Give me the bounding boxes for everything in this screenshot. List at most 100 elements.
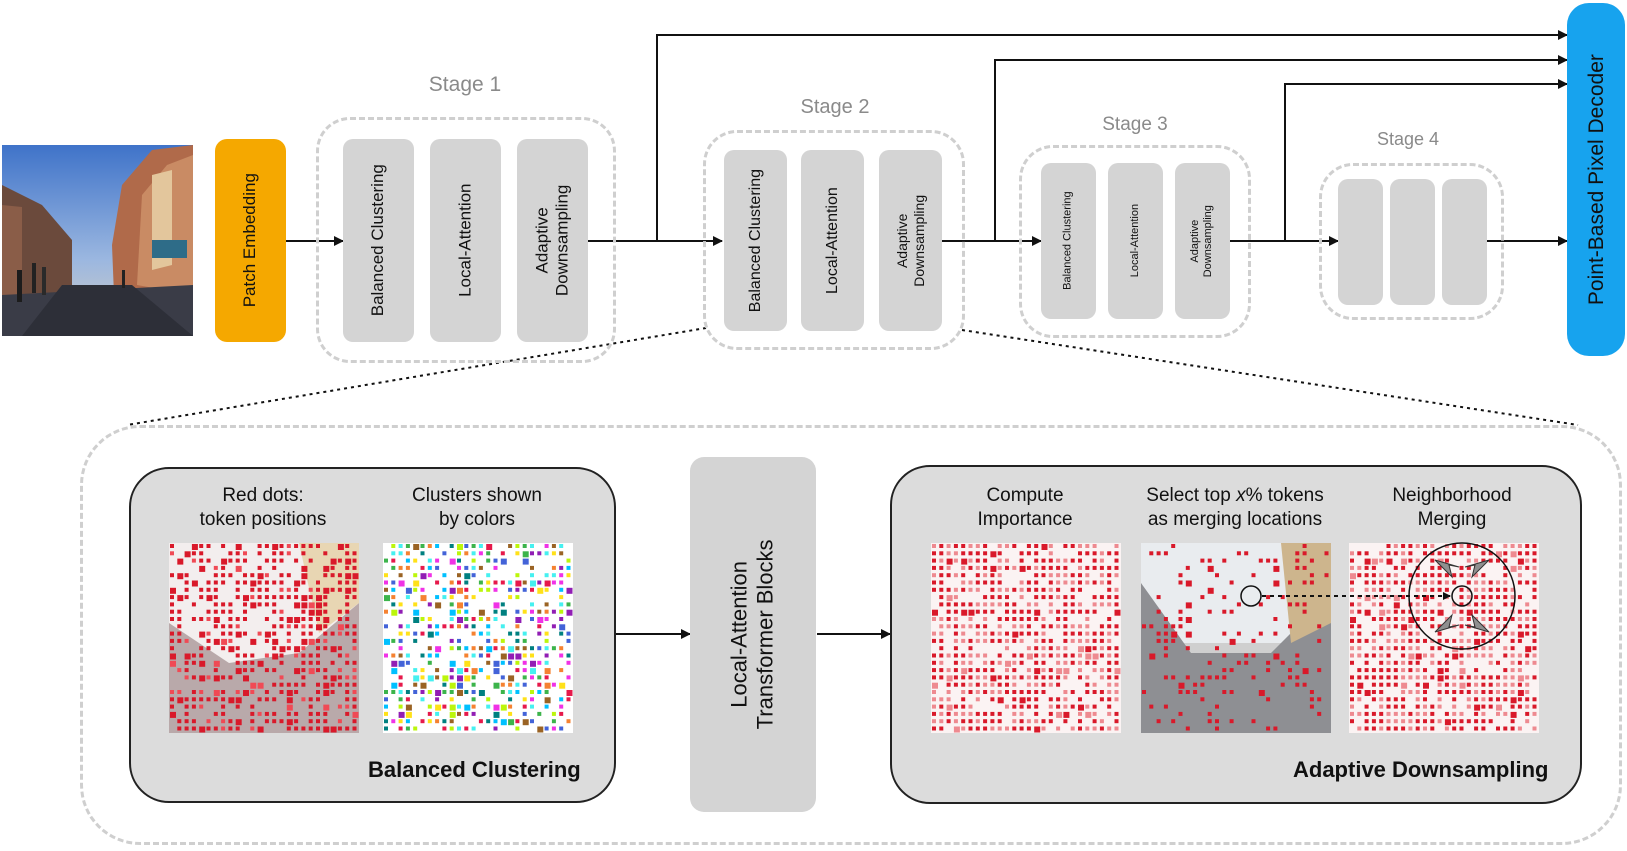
token-dot <box>345 682 350 687</box>
token-dot <box>932 726 936 731</box>
token-dot <box>515 631 520 636</box>
token-dot <box>1488 544 1493 548</box>
token-dot <box>493 609 498 614</box>
token-dot <box>384 719 388 724</box>
token-dot <box>279 624 284 629</box>
token-dot <box>1099 653 1104 658</box>
token-dot <box>1371 719 1376 724</box>
token-dot <box>1423 682 1429 689</box>
token-dot <box>1092 660 1097 665</box>
token-dot <box>257 602 262 607</box>
token-dot <box>1041 638 1046 643</box>
token-dot <box>1401 558 1408 565</box>
token-dot <box>264 587 269 592</box>
token-dot <box>939 631 944 636</box>
token-dot <box>508 544 513 548</box>
token-dot <box>1114 602 1119 607</box>
token-dot <box>1070 726 1075 731</box>
token-dot <box>1452 704 1457 709</box>
token-dot <box>1459 660 1464 665</box>
token-dot <box>1273 565 1280 572</box>
token-dot <box>405 660 410 665</box>
token-dot <box>279 653 284 658</box>
token-dot <box>1019 565 1026 572</box>
token-dot <box>932 587 936 592</box>
token-dot <box>1357 631 1362 636</box>
token-dot <box>1085 551 1090 556</box>
token-dot <box>1070 624 1075 629</box>
token-dot <box>1459 682 1466 689</box>
token-dot <box>1386 638 1391 643</box>
token-dot <box>345 617 350 621</box>
token-dot <box>352 711 359 718</box>
token-dot <box>1488 653 1493 658</box>
token-dot <box>961 558 968 565</box>
token-dot <box>286 719 293 726</box>
token-dot <box>1430 573 1435 578</box>
token-dot <box>272 719 277 724</box>
token-dot <box>1085 565 1090 570</box>
token-dot <box>1503 653 1508 658</box>
token-dot <box>1078 675 1082 680</box>
token-dot <box>1517 697 1522 702</box>
token-dot <box>1357 565 1362 570</box>
token-dot <box>1185 565 1190 570</box>
token-dot <box>1107 602 1112 607</box>
token-dot <box>1423 573 1427 578</box>
token-dot <box>939 544 944 548</box>
token-dot <box>177 719 182 724</box>
token-dot <box>413 617 420 623</box>
token-dot <box>515 544 520 548</box>
token-dot <box>405 719 410 724</box>
token-dot <box>1379 602 1384 607</box>
token-dot <box>1063 719 1068 724</box>
stage-4-box <box>1319 163 1504 320</box>
token-dot <box>1056 565 1061 570</box>
token-dot <box>1048 595 1053 600</box>
token-dot <box>1496 660 1500 665</box>
token-dot <box>301 675 306 680</box>
token-dot <box>1041 587 1046 592</box>
cluster-colors-graphic <box>384 544 573 733</box>
token-dot <box>221 711 226 716</box>
token-dot <box>486 660 491 665</box>
token-dot <box>199 595 204 600</box>
token-dot <box>1415 675 1420 680</box>
token-dot <box>478 617 483 621</box>
token-dot <box>1070 690 1075 694</box>
token-dot <box>405 704 412 711</box>
token-dot <box>1401 690 1406 694</box>
token-dot <box>1364 580 1369 585</box>
token-dot <box>243 573 247 578</box>
token-dot <box>1401 624 1408 631</box>
token-dot <box>946 719 951 724</box>
token-dot <box>337 726 342 731</box>
token-dot <box>975 668 980 673</box>
token-dot <box>566 609 573 616</box>
token-dot <box>1070 595 1075 600</box>
token-dot <box>294 682 299 687</box>
token-dot <box>427 711 432 716</box>
token-dot <box>1415 565 1420 570</box>
token-dot <box>177 624 182 629</box>
balanced-clustering-title: Balanced Clustering <box>368 757 581 782</box>
token-dot <box>384 558 388 563</box>
token-dot <box>1350 609 1354 614</box>
token-dot <box>1430 587 1435 592</box>
token-dot <box>301 609 306 614</box>
token-dot <box>515 690 520 694</box>
token-dot <box>345 726 350 731</box>
token-dot <box>500 660 505 665</box>
token-dot <box>1163 704 1168 709</box>
token-dot <box>493 704 500 711</box>
token-dot <box>398 624 403 629</box>
token-dot <box>559 668 564 673</box>
token-dot <box>1415 646 1420 651</box>
token-dot <box>308 719 313 724</box>
token-dot <box>1474 573 1479 578</box>
token-dot <box>961 580 966 585</box>
token-dot <box>301 631 306 636</box>
token-dot <box>1280 595 1285 600</box>
token-dot <box>1371 595 1376 600</box>
token-dot <box>1371 653 1376 658</box>
